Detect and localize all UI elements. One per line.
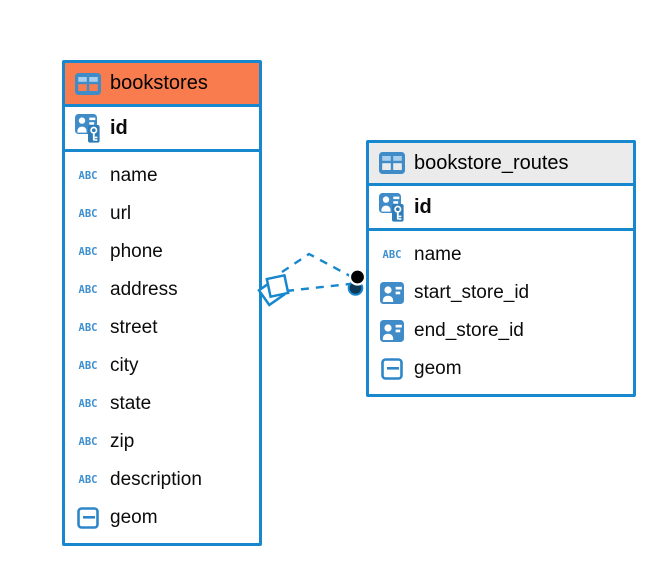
text-column-icon: ABC bbox=[78, 284, 98, 296]
text-column-icon: ABC bbox=[78, 398, 98, 410]
column-row-name[interactable]: ABC name bbox=[65, 157, 259, 195]
table-name: bookstores bbox=[110, 72, 208, 94]
text-column-icon: ABC bbox=[78, 208, 98, 220]
text-column-icon: ABC bbox=[78, 474, 98, 486]
column-name: id bbox=[110, 116, 128, 139]
column-row-name[interactable]: ABC name bbox=[369, 236, 633, 274]
relationship-line-end-store[interactable] bbox=[285, 282, 351, 293]
column-row-id[interactable]: id bbox=[369, 186, 633, 231]
column-name: description bbox=[110, 469, 202, 490]
column-row-description[interactable]: ABC description bbox=[65, 461, 259, 499]
primary-key-icon bbox=[75, 113, 101, 143]
column-name: start_store_id bbox=[414, 282, 530, 303]
column-name: zip bbox=[110, 431, 135, 452]
text-column-icon: ABC bbox=[78, 170, 98, 182]
column-name: url bbox=[110, 203, 132, 224]
column-name: geom bbox=[414, 358, 462, 379]
column-row-zip[interactable]: ABC zip bbox=[65, 423, 259, 461]
column-name: address bbox=[110, 279, 178, 300]
column-row-phone[interactable]: ABC phone bbox=[65, 233, 259, 271]
column-row-end-store-id[interactable]: end_store_id bbox=[369, 312, 633, 350]
text-column-icon: ABC bbox=[78, 360, 98, 372]
table-bookstores[interactable]: bookstores id A bbox=[62, 60, 262, 546]
column-row-address[interactable]: ABC address bbox=[65, 271, 259, 309]
column-name: id bbox=[414, 195, 432, 218]
column-row-url[interactable]: ABC url bbox=[65, 195, 259, 233]
geometry-column-icon bbox=[75, 507, 101, 529]
foreign-key-icon bbox=[379, 282, 405, 304]
text-column-icon: ABC bbox=[382, 249, 402, 261]
column-name: street bbox=[110, 317, 158, 338]
column-list: ABC name ABC url ABC phone ABC address A… bbox=[65, 152, 259, 537]
column-name: name bbox=[110, 165, 158, 186]
column-row-id[interactable]: id bbox=[65, 107, 259, 152]
text-column-icon: ABC bbox=[78, 436, 98, 448]
relationship-dot-marker bbox=[347, 268, 367, 296]
table-name: bookstore_routes bbox=[414, 151, 569, 174]
column-row-geom[interactable]: geom bbox=[369, 350, 633, 388]
column-name: phone bbox=[110, 241, 163, 262]
relationship-diamond-marker bbox=[257, 273, 290, 307]
column-name: geom bbox=[110, 507, 158, 528]
table-bookstores-header[interactable]: bookstores bbox=[65, 63, 259, 107]
table-icon bbox=[379, 152, 405, 174]
column-row-street[interactable]: ABC street bbox=[65, 309, 259, 347]
column-name: city bbox=[110, 355, 139, 376]
column-row-start-store-id[interactable]: start_store_id bbox=[369, 274, 633, 312]
table-icon bbox=[75, 72, 101, 95]
text-column-icon: ABC bbox=[78, 246, 98, 258]
geometry-column-icon bbox=[379, 358, 405, 380]
relationship-line-start-store[interactable] bbox=[281, 252, 353, 279]
column-row-state[interactable]: ABC state bbox=[65, 385, 259, 423]
column-name: name bbox=[414, 244, 462, 265]
primary-key-icon bbox=[379, 192, 405, 222]
column-list: ABC name start_store_id bbox=[369, 231, 633, 388]
column-name: state bbox=[110, 393, 152, 414]
table-bookstore-routes-header[interactable]: bookstore_routes bbox=[369, 143, 633, 186]
column-name: end_store_id bbox=[414, 320, 524, 341]
text-column-icon: ABC bbox=[78, 322, 98, 334]
column-row-geom[interactable]: geom bbox=[65, 499, 259, 537]
table-bookstore-routes[interactable]: bookstore_routes id bbox=[366, 140, 636, 397]
column-row-city[interactable]: ABC city bbox=[65, 347, 259, 385]
foreign-key-icon bbox=[379, 320, 405, 342]
